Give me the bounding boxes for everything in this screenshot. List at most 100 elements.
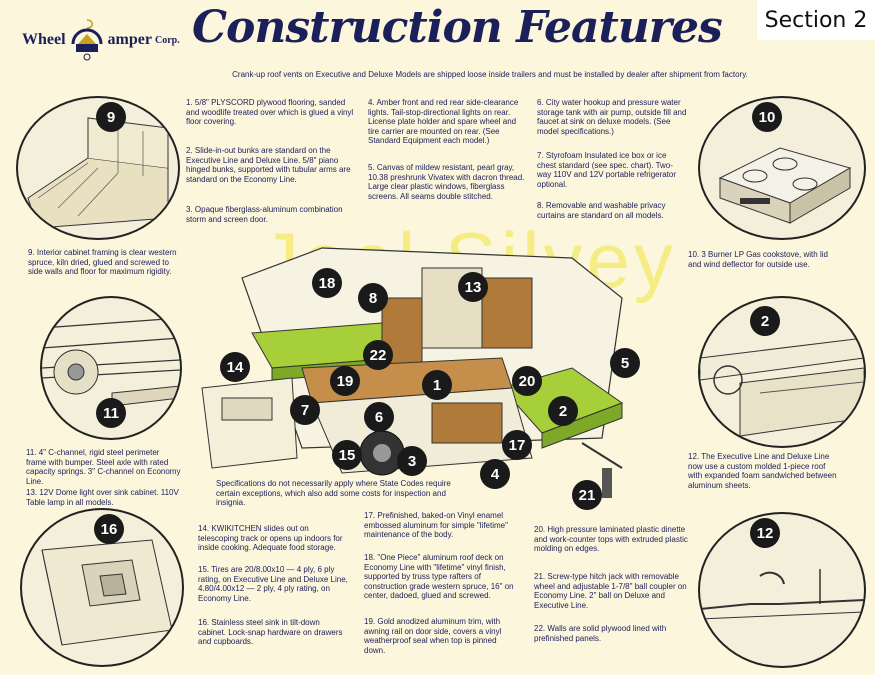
cabinet-framing-illustration xyxy=(27,117,169,229)
feature-text: The Executive Line and Deluxe Line now u… xyxy=(688,452,837,490)
feature-text: "One Piece" aluminum roof deck on Econom… xyxy=(364,553,514,600)
feature-6: 6. City water hookup and pressure water … xyxy=(537,98,687,136)
wheel-camper-logo: Wheel amper Corp. xyxy=(22,18,180,62)
feature-13: 13. 12V Dome light over sink cabinet. 11… xyxy=(26,488,182,507)
feature-text: 12V Dome light over sink cabinet. 110V T… xyxy=(26,488,179,507)
feature-text: Gold anodized aluminum trim, with awning… xyxy=(364,617,502,655)
callout-9: 9 xyxy=(96,102,126,132)
feature-text: Interior cabinet framing is clear wester… xyxy=(28,248,177,276)
cookstove-illustration xyxy=(718,147,852,224)
feature-3: 3. Opaque fiberglass-aluminum combinatio… xyxy=(186,205,354,224)
callout-7: 7 xyxy=(290,395,320,425)
feature-number: 13. xyxy=(26,488,38,497)
feature-1: 1. 5/8" PLYSCORD plywood flooring, sande… xyxy=(186,98,354,127)
feature-text: Tires are 20/8.00x10 — 4 ply, 6 ply rati… xyxy=(198,565,348,603)
feature-12: 12. The Executive Line and Deluxe Line n… xyxy=(688,452,838,490)
feature-16: 16. Stainless steel sink in tilt-down ca… xyxy=(198,618,350,647)
callout-5: 5 xyxy=(610,348,640,378)
feature-number: 8. xyxy=(537,201,544,210)
camper-logo-icon xyxy=(71,19,103,61)
logo-wheel-text: Wheel xyxy=(22,31,66,48)
callout-22: 22 xyxy=(363,340,393,370)
callout-20: 20 xyxy=(512,366,542,396)
feature-number: 18. xyxy=(364,553,376,562)
molded-roof-illustration xyxy=(700,569,864,620)
feature-number: 7. xyxy=(537,151,544,160)
feature-8: 8. Removable and washable privacy curtai… xyxy=(537,201,687,220)
callout-14: 14 xyxy=(220,352,250,382)
feature-text: Walls are solid plywood lined with prefi… xyxy=(534,624,667,643)
feature-9: 9. Interior cabinet framing is clear wes… xyxy=(28,248,180,277)
feature-text: High pressure laminated plastic dinette … xyxy=(534,525,688,553)
callout-1: 1 xyxy=(422,370,452,400)
feature-number: 20. xyxy=(534,525,546,534)
logo-corp-text: Corp. xyxy=(154,34,180,46)
feature-text: City water hookup and pressure water sto… xyxy=(537,98,687,136)
feature-text: 5/8" PLYSCORD plywood flooring, sanded a… xyxy=(186,98,354,126)
feature-number: 12. xyxy=(688,452,700,461)
feature-15: 15. Tires are 20/8.00x10 — 4 ply, 6 ply … xyxy=(198,565,350,603)
feature-number: 16. xyxy=(198,618,210,627)
feature-14: 14. KWIKITCHEN slides out on telescoping… xyxy=(198,524,350,553)
feature-text: Stainless steel sink in tilt-down cabine… xyxy=(198,618,343,646)
feature-number: 22. xyxy=(534,624,546,633)
feature-18: 18. "One Piece" aluminum roof deck on Ec… xyxy=(364,553,520,601)
callout-2: 2 xyxy=(548,396,578,426)
feature-2: 2. Slide-in-out bunks are standard on th… xyxy=(186,146,354,184)
feature-number: 5. xyxy=(368,163,375,172)
frame-axle-illustration xyxy=(42,317,180,407)
callout-17: 17 xyxy=(502,430,532,460)
callout-19: 19 xyxy=(330,366,360,396)
feature-text: KWIKITCHEN slides out on telescoping tra… xyxy=(198,524,343,552)
feature-number: 15. xyxy=(198,565,210,574)
feature-number: 9. xyxy=(28,248,35,257)
sink-cabinet-illustration xyxy=(41,539,173,646)
feature-text: Opaque fiberglass-aluminum combination s… xyxy=(186,205,343,224)
callout-13: 13 xyxy=(458,272,488,302)
callout-16: 16 xyxy=(94,514,124,544)
feature-number: 21. xyxy=(534,572,546,581)
feature-4: 4. Amber front and red rear side-clearan… xyxy=(368,98,528,146)
feature-7: 7. Styrofoam Insulated ice box or ice ch… xyxy=(537,151,687,189)
feature-text: Prefinished, baked-on Vinyl enamel embos… xyxy=(364,511,508,539)
feature-number: 3. xyxy=(186,205,193,214)
bunk-slide-illustration xyxy=(700,337,864,437)
callout-2-detail: 2 xyxy=(750,306,780,336)
feature-text: Removable and washable privacy curtains … xyxy=(537,201,666,220)
feature-number: 14. xyxy=(198,524,210,533)
feature-10: 10. 3 Burner LP Gas cookstove, with lid … xyxy=(688,250,838,269)
feature-text: Screw-type hitch jack with removable whe… xyxy=(534,572,687,610)
feature-number: 2. xyxy=(186,146,193,155)
logo-camper-text: amper xyxy=(107,31,152,48)
callout-6: 6 xyxy=(364,402,394,432)
feature-text: 4" C-channel, rigid steel perimeter fram… xyxy=(26,448,181,486)
feature-text: Amber front and red rear side-clearance … xyxy=(368,98,519,145)
callout-10: 10 xyxy=(752,102,782,132)
detail-circle-12 xyxy=(698,512,866,668)
feature-5: 5. Canvas of mildew resistant, pearl gra… xyxy=(368,163,528,201)
feature-text: Canvas of mildew resistant, pearl gray, … xyxy=(368,163,525,201)
callout-21: 21 xyxy=(572,480,602,510)
detail-circle-10 xyxy=(698,96,866,240)
callout-11: 11 xyxy=(96,398,126,428)
callout-15: 15 xyxy=(332,440,362,470)
feature-21: 21. Screw-type hitch jack with removable… xyxy=(534,572,688,610)
detail-circle-2-bunk xyxy=(698,296,866,448)
specifications-note: Specifications do not necessarily apply … xyxy=(216,479,451,507)
feature-text: Styrofoam Insulated ice box or ice chest… xyxy=(537,151,677,189)
callout-8: 8 xyxy=(358,283,388,313)
feature-number: 10. xyxy=(688,250,700,259)
feature-number: 19. xyxy=(364,617,376,626)
feature-17: 17. Prefinished, baked-on Vinyl enamel e… xyxy=(364,511,520,540)
page-subtitle: Crank-up roof vents on Executive and Del… xyxy=(232,70,748,79)
callout-18: 18 xyxy=(312,268,342,298)
feature-number: 17. xyxy=(364,511,376,520)
feature-20: 20. High pressure laminated plastic dine… xyxy=(534,525,688,554)
feature-text: Slide-in-out bunks are standard on the E… xyxy=(186,146,351,184)
feature-22: 22. Walls are solid plywood lined with p… xyxy=(534,624,688,643)
feature-number: 4. xyxy=(368,98,375,107)
feature-text: 3 Burner LP Gas cookstove, with lid and … xyxy=(688,250,828,269)
section-label: Section 2 xyxy=(757,0,875,40)
feature-number: 1. xyxy=(186,98,193,107)
